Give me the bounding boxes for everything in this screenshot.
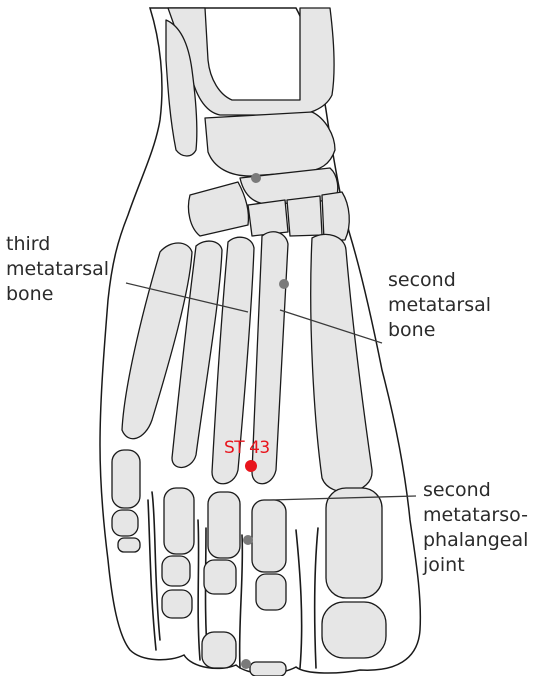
toe3-distal bbox=[202, 632, 236, 668]
label-second-metatarsal-bone: second metatarsal bone bbox=[388, 268, 491, 343]
label-third-metatarsal-bone: third metatarsal bone bbox=[6, 232, 109, 307]
gray-marker-toe-tip bbox=[241, 659, 251, 669]
toe2-middle bbox=[256, 574, 286, 610]
toe1-proximal bbox=[326, 488, 382, 598]
toe4-middle bbox=[162, 556, 190, 586]
toe4-distal bbox=[162, 590, 192, 618]
label-second-mtp-joint: second metatarso- phalangeal joint bbox=[423, 478, 528, 578]
toe5-distal bbox=[118, 538, 140, 552]
st43-point bbox=[245, 460, 257, 472]
toe5-proximal bbox=[112, 450, 140, 508]
lateral-cuneiform bbox=[248, 200, 288, 236]
intermediate-cuneiform bbox=[287, 196, 322, 236]
toe2-proximal bbox=[252, 500, 286, 572]
toe3-proximal bbox=[208, 492, 240, 558]
toe2-distal bbox=[250, 662, 286, 676]
gray-marker-toe-gap bbox=[243, 535, 253, 545]
medial-cuneiform bbox=[322, 192, 349, 240]
label-st43: ST 43 bbox=[224, 438, 270, 458]
talus-bone bbox=[205, 112, 335, 176]
gray-marker-talus bbox=[251, 173, 261, 183]
gray-marker-second-metatarsal-base bbox=[279, 279, 289, 289]
toe5-middle bbox=[112, 510, 138, 536]
toe3-middle bbox=[204, 560, 236, 594]
toe1-distal bbox=[322, 602, 386, 658]
toe4-proximal bbox=[164, 488, 194, 554]
